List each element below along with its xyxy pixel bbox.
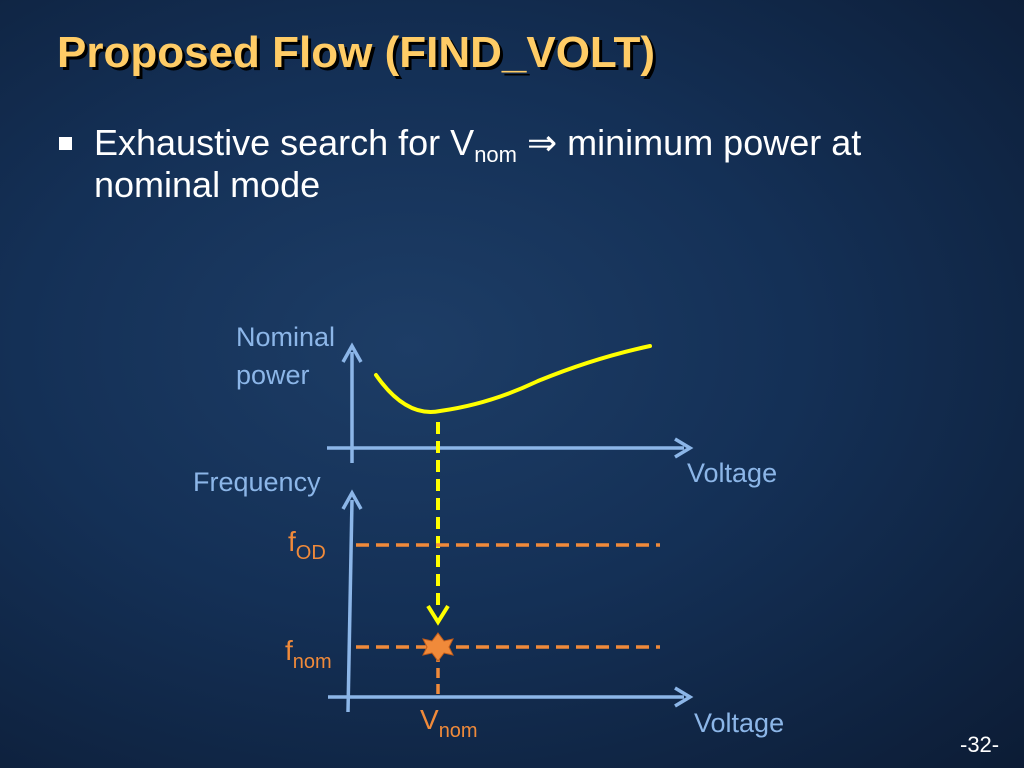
bottom-y-axis: [346, 499, 354, 713]
f-nom-label: fnom: [285, 635, 332, 673]
bullet-text: Exhaustive search for Vnom ⇒ minimum pow…: [94, 122, 994, 206]
bullet-subscript: nom: [474, 142, 517, 167]
top-y-axis-label-line1: Nominal: [236, 322, 336, 352]
bottom-x-axis-label: Voltage: [694, 708, 785, 738]
bottom-x-axis-arrowhead: [674, 686, 694, 708]
bottom-y-axis-arrowhead: [341, 489, 363, 510]
top-y-axis-arrowhead: [341, 342, 363, 363]
top-x-axis-label: Voltage: [687, 458, 778, 488]
f-od-label: fOD: [288, 526, 326, 564]
operating-point-star-icon: [422, 632, 454, 662]
bottom-y-axis-label: Frequency: [193, 467, 321, 497]
implies-arrow-icon: ⇒: [527, 122, 558, 163]
vnom-projection-arrowhead: [426, 604, 450, 626]
slide-title: Proposed Flow (FIND_VOLT): [57, 28, 656, 77]
top-x-axis-arrowhead: [674, 437, 694, 459]
v-nom-label: Vnom: [420, 704, 478, 742]
bullet-text-after: minimum power at nominal mode: [94, 122, 862, 205]
square-bullet-icon: [59, 137, 72, 150]
top-y-axis-label-line2: power: [236, 360, 310, 390]
nominal-power-curve: [374, 344, 652, 414]
bullet-text-before: Exhaustive search for V: [94, 122, 475, 163]
page-number: -32-: [960, 732, 1000, 757]
